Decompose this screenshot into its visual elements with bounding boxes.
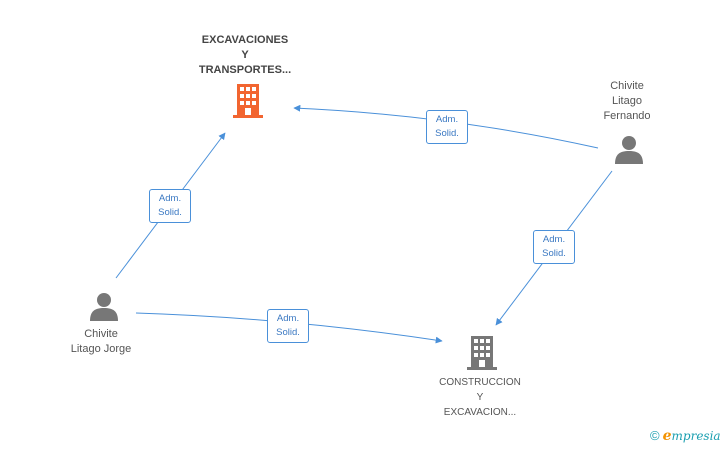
edge-label-line: Solid. — [276, 327, 300, 338]
copyright-icon: © — [650, 428, 660, 443]
label-line: Y — [476, 392, 484, 403]
label-line: Y — [241, 49, 249, 61]
edge-label-jorge-excavaciones[interactable]: Adm. Solid. — [149, 189, 191, 223]
edge-label-line: Solid. — [158, 207, 182, 218]
edge-label-line: Solid. — [542, 248, 566, 259]
node-label-fernando[interactable]: Chivite Litago Fernando — [586, 79, 668, 124]
label-line: TRANSPORTES... — [198, 64, 292, 76]
edge-label-fernando-construccion[interactable]: Adm. Solid. — [533, 230, 575, 264]
edge-label-line: Adm. — [276, 313, 300, 324]
edge-label-line: Adm. — [158, 193, 182, 204]
edge-label-line: Adm. — [435, 114, 459, 125]
empresia-logo[interactable]: ©empresia — [650, 428, 721, 444]
node-label-construccion[interactable]: CONSTRUCCION Y EXCAVACION... — [420, 375, 540, 420]
brand-name: mpresia — [671, 429, 721, 443]
label-line: Chivite — [84, 328, 118, 340]
edge-label-line: Adm. — [542, 234, 566, 245]
label-line: CONSTRUCCION — [439, 377, 521, 388]
person-icon[interactable] — [615, 136, 643, 164]
edge-label-fernando-excavaciones[interactable]: Adm. Solid. — [426, 110, 468, 144]
label-line: EXCAVACION... — [443, 407, 517, 418]
label-line: Fernando — [603, 110, 651, 122]
edge-label-line: Solid. — [435, 128, 459, 139]
label-line: Chivite — [610, 80, 644, 92]
building-icon[interactable] — [467, 336, 497, 370]
building-icon[interactable] — [233, 84, 263, 118]
node-label-excavaciones[interactable]: EXCAVACIONES Y TRANSPORTES... — [185, 33, 305, 78]
label-line: EXCAVACIONES — [201, 34, 289, 46]
edge-label-jorge-construccion[interactable]: Adm. Solid. — [267, 309, 309, 343]
label-line: Litago Jorge — [70, 343, 132, 355]
label-line: Litago — [612, 95, 642, 107]
person-icon[interactable] — [90, 293, 118, 321]
brand-initial: e — [662, 428, 672, 444]
node-label-jorge[interactable]: Chivite Litago Jorge — [55, 327, 147, 357]
